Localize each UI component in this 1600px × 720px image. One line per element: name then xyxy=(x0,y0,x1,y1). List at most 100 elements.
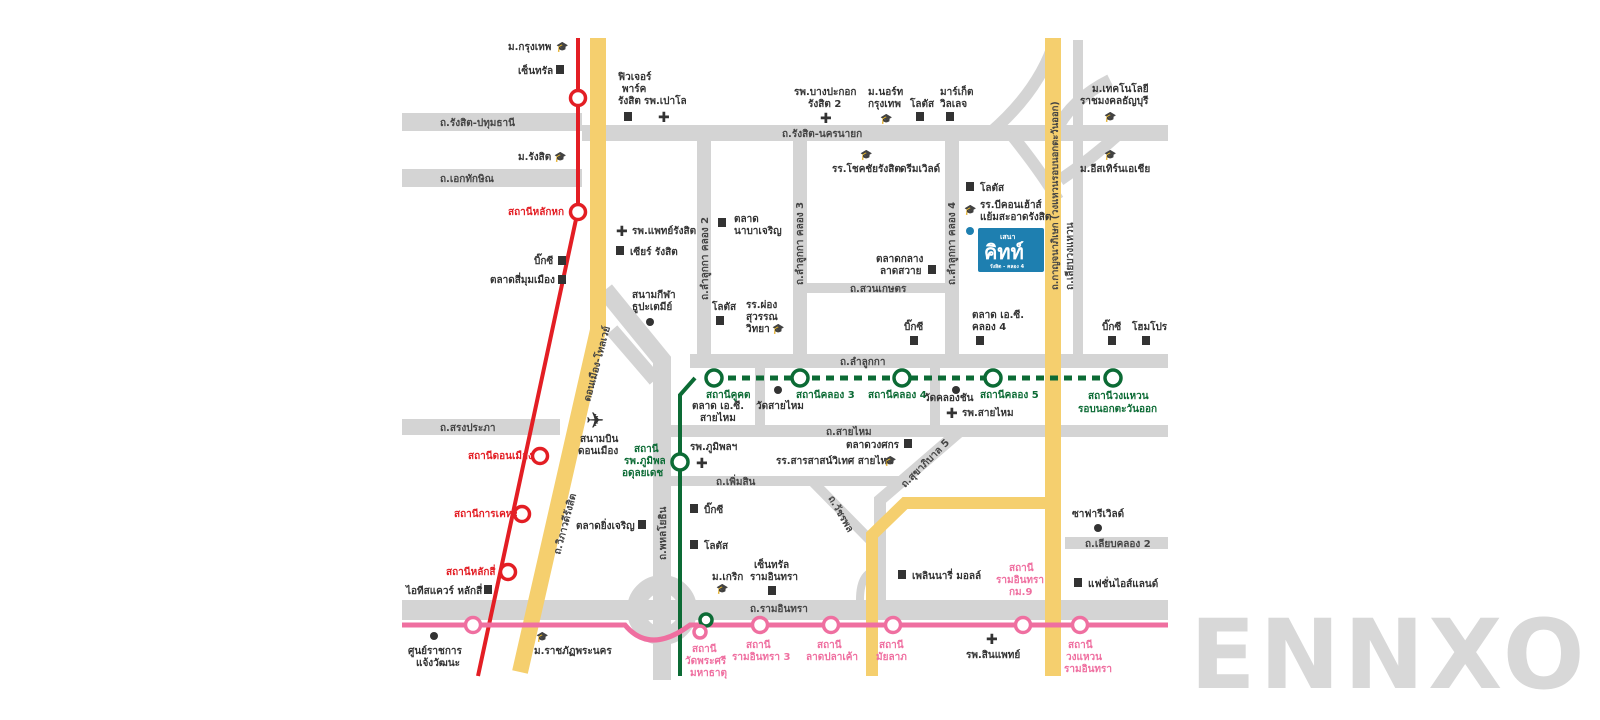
shopping-bag-icon xyxy=(716,316,724,325)
shopping-bag-icon xyxy=(1108,336,1116,345)
shopping-bag-icon xyxy=(624,112,632,121)
dot-icon xyxy=(774,386,782,394)
red-label-laksong: สถานีหลักหก xyxy=(508,206,564,218)
graduation-cap-icon: 🎓 xyxy=(556,41,568,53)
poi-sear: เซียร์ รังสิต xyxy=(630,246,678,258)
pink-station-west xyxy=(463,615,483,635)
green-label-khlong3: สถานีคลอง 3 xyxy=(796,389,855,401)
graduation-cap-icon: 🎓 xyxy=(860,149,872,161)
poi-it-square: ไอทีสแควร์ หลักสี่ xyxy=(405,583,483,597)
green-label-bhumibol-1: สถานี xyxy=(634,443,659,455)
hospital-cross-icon: ✚ xyxy=(946,406,958,422)
pink-station-r3 xyxy=(750,615,770,635)
poi-future-2: พาร์ค xyxy=(622,83,647,95)
poi-school-2: สุวรรณ xyxy=(746,312,778,323)
road-watcharapol xyxy=(808,477,874,544)
graduation-cap-icon: 🎓 xyxy=(772,323,784,335)
project-badge-small: เสนา xyxy=(1000,233,1015,241)
dot-icon xyxy=(1094,524,1102,532)
pink-label-lat-1: สถานี xyxy=(817,639,842,651)
poi-rp-bhumibol: รพ.ภูมิพลฯ xyxy=(690,441,738,454)
graduation-cap-icon: 🎓 xyxy=(884,455,896,467)
highway-donmueang-tollway xyxy=(512,38,606,674)
red-label-laksi: สถานีหลักสี่ xyxy=(446,564,496,578)
poi-dreamworld: ดรีมเวิลด์ xyxy=(900,163,940,175)
road-label-suankaset: ถ.สวนเกษตร xyxy=(850,284,907,295)
shopping-bag-icon xyxy=(556,65,564,74)
pink-label-mai-1: สถานี xyxy=(879,639,904,651)
shopping-bag-icon xyxy=(718,218,726,227)
pink-label-r3-2: รามอินทรา 3 xyxy=(732,651,790,663)
dot-icon xyxy=(646,318,654,326)
road-label-ring-road: ถ.กาญจนาภิเษก (วงแหวนรอบนอกตะวันออก) xyxy=(1050,101,1061,290)
green-label-khlong5: สถานีคลอง 5 xyxy=(980,389,1039,401)
airplane-icon: ✈ xyxy=(586,409,604,434)
highways xyxy=(512,38,1061,676)
pink-labels: สถานี วัดพระศรี มหาธาตุ สถานี รามอินทรา … xyxy=(685,562,1112,679)
hospital-cross-icon: ✚ xyxy=(820,111,832,127)
red-station-laksong xyxy=(568,202,588,222)
green-label-bhumibol-3: อดุลยเดช xyxy=(622,468,663,479)
pink-label-km9-1: สถานี xyxy=(1009,562,1034,574)
poi-rmutt-2: ราชมงคลธัญบุรี xyxy=(1080,95,1149,107)
poi-sinpat: รพ.สินแพทย์ xyxy=(966,649,1020,661)
poi-bigc-right: บิ๊กซี xyxy=(1102,319,1121,333)
road-fork-west xyxy=(606,325,661,385)
green-station-bhumibol xyxy=(670,452,690,472)
shopping-bag-icon xyxy=(1074,578,1082,587)
poi-future-1: ฟิวเจอร์ xyxy=(618,71,652,83)
hospital-cross-icon: ✚ xyxy=(986,632,998,648)
shopping-bag-icon xyxy=(690,540,698,549)
shopping-bag-icon xyxy=(928,265,936,274)
poi-talad-lat-1: ตลาดกลาง xyxy=(876,254,924,265)
road-label-ramintra: ถ.รามอินทรา xyxy=(750,603,808,615)
poi-wat-saimai: วัดสายไหม xyxy=(756,399,804,412)
poi-north-1: ม.นอร์ท xyxy=(868,86,904,98)
poi-talad-duang: ตลาดวงศกร xyxy=(846,440,900,451)
poi-talad-ying: ตลาดยิ่งเจริญ xyxy=(576,518,635,532)
watermark: ENNXO xyxy=(1190,599,1588,711)
road-label-saimai: ถ.สายไหม xyxy=(826,425,872,438)
graduation-cap-icon: 🎓 xyxy=(716,583,728,595)
poi-lotus-mid: โลตัส xyxy=(711,300,737,313)
poi-wat-khlongchan: วัดคลองชัน xyxy=(924,392,974,404)
pink-label-wat-2: วัดพระศรี xyxy=(685,655,727,667)
road-label-phahonyothin: ถ.พหลโยธิน xyxy=(656,507,669,560)
graduation-cap-icon: 🎓 xyxy=(880,113,892,125)
poi-paolo: รพ.เปาโล xyxy=(644,94,687,107)
road-label-lamlukka3: ถ.ลำลูกกา คลอง 3 xyxy=(794,202,807,285)
red-station-kanphet xyxy=(512,504,532,524)
hospital-cross-icon: ✚ xyxy=(696,456,708,472)
highway-connector xyxy=(866,497,1053,676)
poi-talad-ac-2: สายไหม xyxy=(700,411,736,424)
pink-stations xyxy=(463,615,1090,640)
red-line xyxy=(476,38,580,677)
green-label-ringroad-1: สถานีวงแหวน xyxy=(1088,390,1149,402)
red-stations xyxy=(498,88,588,582)
poi-chokchai: รร.โชคชัยรังสิต xyxy=(832,162,901,175)
project-badge-name: คิทท์ xyxy=(984,240,1024,264)
graduation-cap-icon: 🎓 xyxy=(1104,111,1116,123)
shopping-bag-icon xyxy=(638,520,646,529)
shopping-bag-icon xyxy=(976,336,984,345)
poi-easternasia: ม.อีสเทิร์นเอเชีย xyxy=(1080,163,1150,175)
hospital-cross-icon: ✚ xyxy=(616,224,628,240)
pink-line xyxy=(402,622,1168,643)
green-station-ringroad xyxy=(1103,368,1123,388)
poi-bangpakok-1: รพ.บางปะกอก xyxy=(794,86,856,98)
poi-market-si: ตลาดสี่มุมเมือง xyxy=(490,272,555,286)
road-label-ekthakhin: ถ.เอกทักษิณ xyxy=(440,173,495,185)
pink-station-wv xyxy=(1070,615,1090,635)
poi-lotus-low: โลตัส xyxy=(703,539,729,552)
green-station-khlong5 xyxy=(983,368,1003,388)
poi-lotus-top: โลตัส xyxy=(909,97,935,110)
poi-stadium-1: สนามกีฬา xyxy=(632,289,676,301)
red-label-donmueang: สถานีดอนเมือง xyxy=(468,450,533,462)
poi-school-3: วิทยา xyxy=(746,323,770,335)
poi-airport-1: สนามบิน xyxy=(580,433,618,445)
poi-central-rangsit: เซ็นทรัล xyxy=(518,63,553,77)
pink-label-wv-3: รามอินทรา xyxy=(1064,663,1112,675)
poi-gov-1: ศูนย์ราชการ xyxy=(408,645,462,658)
location-pin-icon xyxy=(966,227,974,235)
